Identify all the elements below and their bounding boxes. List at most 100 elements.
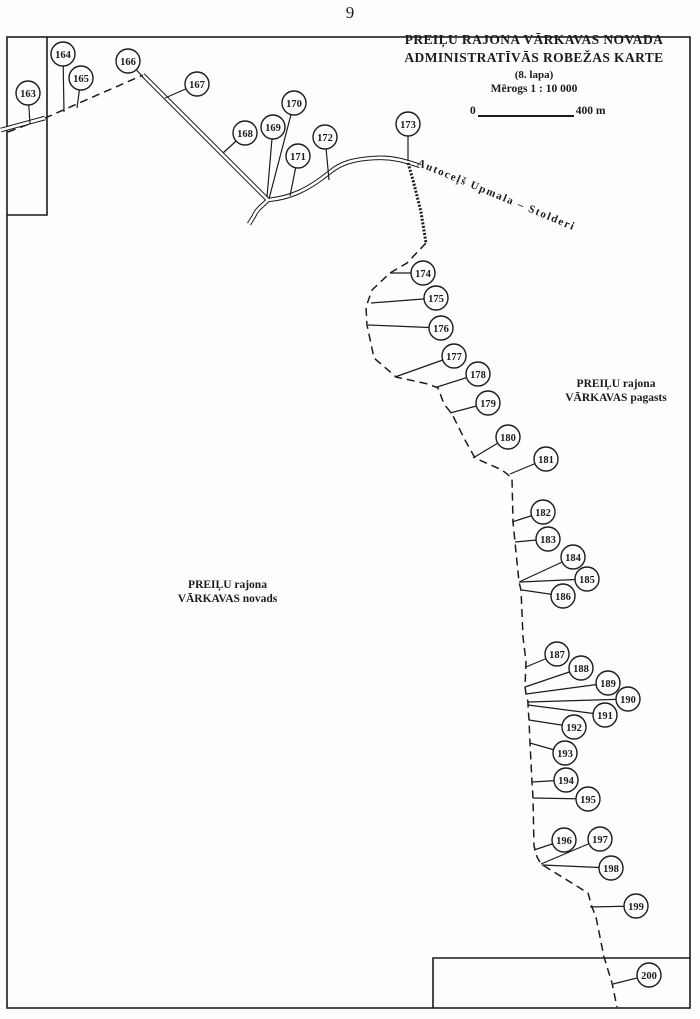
boundary-point-188 [568, 655, 594, 681]
boundary-point-label-196: 196 [556, 836, 572, 847]
boundary-point-166 [115, 48, 141, 74]
title-block: PREIĻU RAJONA VĀRKAVAS NOVADA ADMINISTRA… [378, 32, 690, 95]
region-right-line1: PREIĻU rajona [576, 378, 656, 390]
leader-line-170 [268, 102, 295, 200]
boundary-point-label-182: 182 [535, 508, 551, 519]
boundary-point-190 [615, 686, 641, 712]
boundary-point-176 [428, 315, 454, 341]
boundary-point-label-166: 166 [120, 57, 136, 68]
boundary-point-191 [592, 702, 618, 728]
boundary-point-174 [410, 260, 436, 286]
boundary-point-label-169: 169 [265, 123, 281, 134]
leader-line-190 [527, 698, 629, 703]
boundary-point-187 [544, 641, 570, 667]
boundary-point-200 [636, 962, 662, 988]
scale-bar: 0 400 m [470, 105, 605, 117]
boundary-point-168 [232, 120, 258, 146]
boundary-point-173 [395, 111, 421, 137]
boundary-point-label-185: 185 [579, 575, 595, 586]
boundary-point-193 [552, 740, 578, 766]
region-label-varkavas-novads: PREIĻU rajona VĀRKAVAS novads [170, 578, 285, 606]
boundary-point-169 [260, 114, 286, 140]
boundary-point-label-189: 189 [600, 679, 616, 690]
boundary-point-165 [68, 65, 94, 91]
map-title-line2: ADMINISTRATĪVĀS ROBEŽAS KARTE [404, 50, 664, 65]
region-left-line1: PREIĻU rajona [188, 579, 267, 591]
region-left-line2: VĀRKAVAS novads [177, 593, 278, 605]
boundary-point-194 [553, 767, 579, 793]
boundary-point-167 [184, 71, 210, 97]
boundary-point-label-199: 199 [628, 902, 644, 913]
scale-text: Mērogs 1 : 10 000 [490, 83, 578, 95]
boundary-point-184 [560, 544, 586, 570]
boundary-point-label-179: 179 [480, 399, 496, 410]
boundary-point-label-177: 177 [446, 352, 462, 363]
sheet-number: (8. lapa) [514, 69, 554, 81]
boundary-point-197 [587, 826, 613, 852]
page-number: 9 [345, 3, 355, 22]
boundary-point-label-195: 195 [580, 795, 596, 806]
boundary-hatched-segment [406, 162, 428, 244]
boundary-points: 1631641651661671681691701711721731741751… [15, 41, 662, 988]
boundary-point-195 [575, 786, 601, 812]
boundary-point-170 [281, 90, 307, 116]
boundary-point-label-198: 198 [603, 864, 619, 875]
boundary-point-label-192: 192 [566, 723, 582, 734]
boundary-point-label-172: 172 [317, 133, 333, 144]
boundary-point-label-173: 173 [400, 120, 416, 131]
boundary-point-185 [574, 566, 600, 592]
boundary-point-label-187: 187 [549, 650, 565, 661]
map-title-line1: PREIĻU RAJONA VĀRKAVAS NOVADA [404, 32, 664, 47]
boundary-point-199 [623, 893, 649, 919]
map-border [6, 36, 691, 1009]
boundary-point-label-171: 171 [290, 152, 306, 163]
boundary-point-label-170: 170 [286, 99, 302, 110]
boundary-point-179 [475, 390, 501, 416]
boundary-point-182 [530, 499, 556, 525]
boundary-point-label-178: 178 [470, 370, 486, 381]
scale-bar-start: 0 [470, 105, 476, 117]
boundary-point-label-180: 180 [500, 433, 516, 444]
boundary-dashed-main [365, 242, 618, 1008]
boundary-point-label-197: 197 [592, 835, 608, 846]
region-right-line2: VĀRKAVAS pagasts [565, 392, 667, 404]
boundary-point-label-174: 174 [415, 269, 432, 280]
boundary-point-label-190: 190 [620, 695, 636, 706]
boundary-point-label-165: 165 [73, 74, 89, 85]
boundary-point-label-183: 183 [540, 535, 556, 546]
scale-bar-end: 400 m [575, 105, 606, 117]
boundary-point-label-168: 168 [237, 129, 253, 140]
boundary-point-164 [50, 41, 76, 67]
boundary-point-label-175: 175 [428, 294, 444, 305]
boundary-point-label-184: 184 [565, 553, 582, 564]
boundary-point-label-181: 181 [538, 455, 554, 466]
boundary-point-label-176: 176 [433, 324, 449, 335]
boundary-point-label-188: 188 [573, 664, 589, 675]
boundary-point-label-194: 194 [558, 776, 575, 787]
scale-bar-line [477, 105, 574, 117]
road-upmala-stolderi [0, 73, 421, 226]
boundary-point-196 [551, 827, 577, 853]
region-label-varkavas-pagasts: PREIĻU rajona VĀRKAVAS pagasts [556, 377, 676, 405]
boundary-point-177 [441, 343, 467, 369]
inset-box-top-left [7, 37, 48, 216]
boundary-point-189 [595, 670, 621, 696]
boundary-point-178 [465, 361, 491, 387]
boundary-point-180 [495, 424, 521, 450]
boundary-point-label-164: 164 [55, 50, 72, 61]
boundary-point-192 [561, 714, 587, 740]
boundary-point-171 [285, 143, 311, 169]
boundary-point-186 [550, 583, 576, 609]
boundary-point-label-163: 163 [20, 89, 36, 100]
boundary-point-label-186: 186 [555, 592, 571, 603]
boundary-point-181 [533, 446, 559, 472]
boundary-point-label-191: 191 [597, 711, 613, 722]
boundary-point-198 [598, 855, 624, 881]
leader-line-189 [525, 682, 609, 695]
boundary-point-label-200: 200 [641, 971, 657, 982]
boundary-point-175 [423, 285, 449, 311]
boundary-point-183 [535, 526, 561, 552]
boundary-point-163 [15, 80, 41, 106]
